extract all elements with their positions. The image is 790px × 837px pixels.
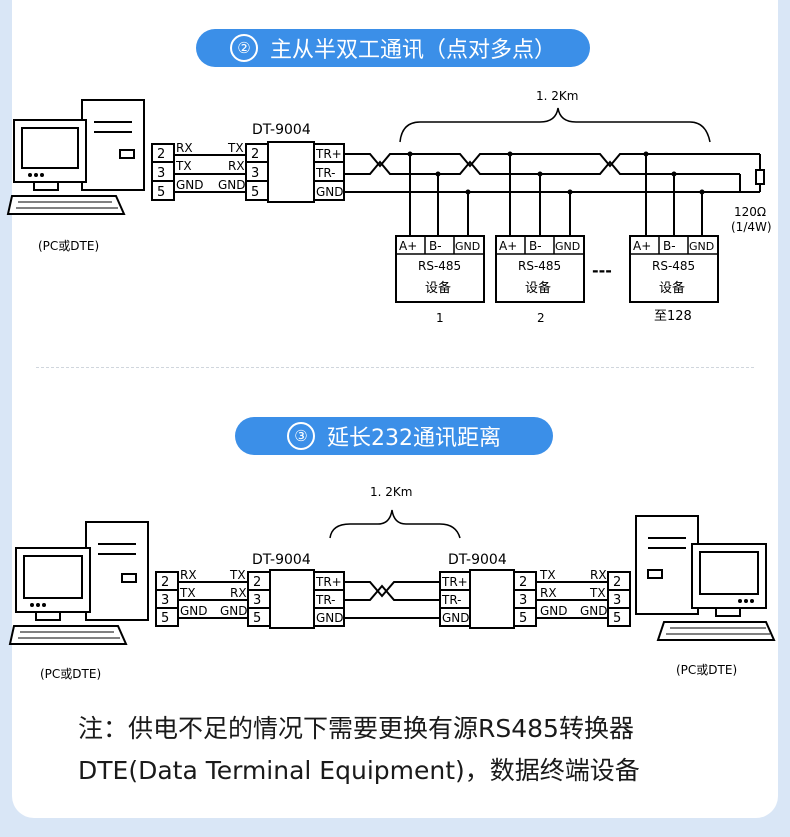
conv-pin: 3 xyxy=(519,593,527,608)
distance-brace xyxy=(399,107,711,143)
conv-pin: 2 xyxy=(251,147,259,162)
distance-label: 1. 2Km xyxy=(536,89,578,103)
converter-model: DT-9004 xyxy=(252,122,311,138)
pc-signal: TX xyxy=(589,586,606,600)
pc-pin: 2 xyxy=(613,575,621,590)
pc-right-label: (PC或DTE) xyxy=(676,663,737,677)
extend-232-diagram: (PC或DTE) 2 3 5 RX TX GND TX RX GND DT-90… xyxy=(8,485,776,681)
note-power: 注：供电不足的情况下需要更换有源RS485转换器 xyxy=(78,714,634,743)
conv-out: TR+ xyxy=(315,147,342,161)
section-title-extend-232: ③ 延长232通讯距离 xyxy=(235,417,553,455)
section-number: ③ xyxy=(287,422,315,450)
section-divider xyxy=(36,367,754,368)
device-type: RS-485 xyxy=(518,259,561,273)
pc-pin: 5 xyxy=(161,611,169,626)
device-terminal: GND xyxy=(555,240,580,253)
conv-signal: TX xyxy=(227,141,244,155)
ellipsis: --- xyxy=(592,261,612,280)
conv-pin: 5 xyxy=(251,185,259,200)
device-terminal: B- xyxy=(429,239,442,253)
conv-out: TR- xyxy=(315,166,336,180)
conv-pin: 3 xyxy=(253,593,261,608)
device-type: RS-485 xyxy=(418,259,461,273)
rs232-rs485-converter: 2 3 5 TR+ TR- GND xyxy=(245,141,345,203)
pc-signal: GND xyxy=(180,604,208,618)
pc-signal: GND xyxy=(176,178,204,192)
conv-out: GND xyxy=(316,185,344,199)
converter-right-model: DT-9004 xyxy=(448,552,507,568)
rs485-bus xyxy=(344,153,765,193)
section-title-text: 主从半双工通讯（点对多点） xyxy=(269,38,556,63)
conv-pin: 3 xyxy=(251,166,259,181)
device-number: 至128 xyxy=(654,309,692,324)
rs485-link xyxy=(344,581,440,619)
rs485-device-128: A+ B- GND RS-485 设备 xyxy=(629,235,719,303)
pc-computer-icon-left xyxy=(8,521,149,645)
pc-computer-icon xyxy=(6,99,145,215)
device-terminal: A+ xyxy=(399,239,417,253)
device-number: 2 xyxy=(537,311,545,325)
device-terminal: GND xyxy=(689,240,714,253)
device-label: 设备 xyxy=(425,280,451,296)
device-type: RS-485 xyxy=(652,259,695,273)
device-label: 设备 xyxy=(525,280,551,296)
conv-pin: 2 xyxy=(519,575,527,590)
device-number: 1 xyxy=(436,311,444,325)
half-duplex-diagram: (PC或DTE) 2 3 5 RX TX GND TX RX GND DT-90… xyxy=(6,89,772,325)
terminator-resistor: 120Ω xyxy=(734,205,766,219)
conv-signal: GND xyxy=(218,178,246,192)
pc-signal: TX xyxy=(175,159,192,173)
conv-out: TR+ xyxy=(441,575,468,589)
device-terminal: GND xyxy=(455,240,480,253)
pc-pin: 3 xyxy=(161,593,169,608)
conv-pin: 2 xyxy=(253,575,261,590)
pc-signal: RX xyxy=(180,568,197,582)
conv-signal: GND xyxy=(540,604,568,618)
converter-right: TR+ TR- GND 2 3 5 xyxy=(439,569,537,629)
conv-out: GND xyxy=(316,611,344,625)
terminator-rating: (1/4W) xyxy=(731,220,772,234)
conv-signal: RX xyxy=(230,586,247,600)
conv-signal: RX xyxy=(228,159,245,173)
device-terminal: A+ xyxy=(633,239,651,253)
converter-left: 2 3 5 TR+ TR- GND xyxy=(247,569,345,629)
rs485-device-2: A+ B- GND RS-485 设备 xyxy=(495,235,585,303)
pc-db9-connector: 2 3 5 xyxy=(151,143,175,201)
conv-signal: GND xyxy=(220,604,248,618)
conv-signal: RX xyxy=(540,586,557,600)
conv-out: TR- xyxy=(441,593,462,607)
distance-label: 1. 2Km xyxy=(370,485,412,499)
device-terminal: B- xyxy=(663,239,676,253)
pc-pin: 5 xyxy=(157,185,165,200)
pc-pin: 3 xyxy=(157,166,165,181)
conv-out: TR- xyxy=(315,593,336,607)
device-label: 设备 xyxy=(659,280,685,296)
pc-left-label: (PC或DTE) xyxy=(40,667,101,681)
device-terminal: A+ xyxy=(499,239,517,253)
device-terminal: B- xyxy=(529,239,542,253)
pc-pin: 5 xyxy=(613,611,621,626)
pc-signal: RX xyxy=(590,568,607,582)
distance-brace xyxy=(329,509,461,539)
pc-signal: RX xyxy=(176,141,193,155)
pc-label: (PC或DTE) xyxy=(38,239,99,253)
section-title-half-duplex: ② 主从半双工通讯（点对多点） xyxy=(196,29,590,67)
pc-pin: 2 xyxy=(161,575,169,590)
pc-signal: TX xyxy=(179,586,196,600)
note-dte-definition: DTE(Data Terminal Equipment)，数据终端设备 xyxy=(78,756,640,785)
pc-pin: 2 xyxy=(157,147,165,162)
conv-signal: TX xyxy=(229,568,246,582)
section-number: ② xyxy=(229,34,258,62)
conv-signal: TX xyxy=(539,568,556,582)
conv-pin: 5 xyxy=(519,611,527,626)
converter-left-model: DT-9004 xyxy=(252,552,311,568)
rs485-device-1: A+ B- GND RS-485 设备 xyxy=(395,235,485,303)
conv-out: GND xyxy=(442,611,470,625)
section-title-text: 延长232通讯距离 xyxy=(327,426,501,451)
pc-computer-icon-right xyxy=(635,515,776,641)
conv-pin: 5 xyxy=(253,611,261,626)
pc-signal: GND xyxy=(580,604,608,618)
pc-pin: 3 xyxy=(613,593,621,608)
conv-out: TR+ xyxy=(315,575,342,589)
